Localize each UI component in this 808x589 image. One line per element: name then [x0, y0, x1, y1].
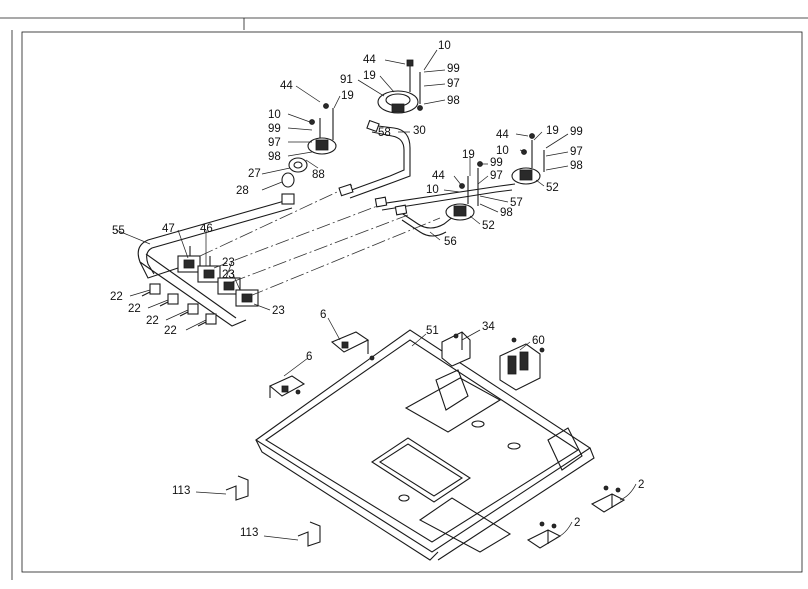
bracket-2-a — [590, 485, 626, 513]
callout-2: 2 — [574, 517, 580, 529]
callout-44: 44 — [363, 54, 376, 66]
clip-113-b — [297, 521, 321, 547]
callout-6: 6 — [320, 309, 326, 321]
callout-44: 44 — [280, 80, 293, 92]
callout-98: 98 — [500, 207, 513, 219]
callout-99: 99 — [447, 63, 460, 75]
callout-56: 56 — [444, 236, 457, 248]
callout-98: 98 — [570, 160, 583, 172]
callout-10: 10 — [438, 40, 451, 52]
burner-right-upper — [511, 133, 545, 185]
bracket-22-set — [141, 283, 217, 327]
callout-99: 99 — [268, 123, 281, 135]
callout-10: 10 — [268, 109, 281, 121]
callout-57: 57 — [510, 197, 523, 209]
callout-44: 44 — [432, 170, 445, 182]
callout-6: 6 — [306, 351, 312, 363]
part-34 — [441, 331, 471, 367]
callout-19: 19 — [341, 90, 354, 102]
callout-98: 98 — [268, 151, 281, 163]
callout-19: 19 — [546, 125, 559, 137]
burner-91 — [377, 59, 423, 114]
callout-44: 44 — [496, 129, 509, 141]
callout-34: 34 — [482, 321, 495, 333]
leader-lines — [115, 49, 637, 541]
callout-98: 98 — [447, 95, 460, 107]
callout-97: 97 — [490, 170, 503, 182]
callout-10: 10 — [496, 145, 509, 157]
callout-23: 23 — [222, 257, 235, 269]
burner-pipes — [338, 119, 516, 237]
callout-23: 23 — [272, 305, 285, 317]
burner-right-lower — [445, 161, 483, 221]
callout-19: 19 — [363, 70, 376, 82]
clip-113-a — [225, 475, 249, 501]
callout-113: 113 — [240, 527, 258, 539]
callout-113: 113 — [172, 485, 190, 497]
callout-46: 46 — [200, 223, 213, 235]
gas-valve-47 — [177, 246, 201, 273]
callout-22: 22 — [128, 303, 141, 315]
callout-97: 97 — [570, 146, 583, 158]
callout-2: 2 — [638, 479, 644, 491]
callout-51: 51 — [426, 325, 439, 337]
callout-55: 55 — [112, 225, 125, 237]
base-tray-51 — [255, 329, 595, 561]
callout-52: 52 — [546, 182, 559, 194]
gas-valve-23a — [217, 277, 241, 295]
callout-97: 97 — [268, 137, 281, 149]
callout-22: 22 — [146, 315, 159, 327]
callout-52: 52 — [482, 220, 495, 232]
callout-10: 10 — [426, 184, 439, 196]
callout-91: 91 — [340, 74, 353, 86]
part-60 — [499, 337, 545, 391]
callout-88: 88 — [312, 169, 325, 181]
callout-99: 99 — [570, 126, 583, 138]
callout-labels: 44 10 19 99 91 97 98 44 19 10 99 97 98 5… — [110, 40, 644, 539]
callout-47: 47 — [162, 223, 175, 235]
gas-valve-23b — [235, 289, 259, 307]
callout-22: 22 — [164, 325, 177, 337]
callout-28: 28 — [236, 185, 249, 197]
fitting-27-28 — [281, 157, 308, 205]
callout-97: 97 — [447, 78, 460, 90]
gas-manifold-assembly — [137, 157, 441, 327]
callout-22: 22 — [110, 291, 123, 303]
callout-23: 23 — [222, 269, 235, 281]
callout-30: 30 — [413, 125, 426, 137]
callout-58: 58 — [378, 127, 391, 139]
gas-valve-46 — [197, 256, 221, 283]
bracket-6-upper — [330, 331, 375, 361]
burner-left — [307, 103, 337, 155]
callout-99: 99 — [490, 157, 503, 169]
bracket-6-lower — [268, 375, 306, 398]
callout-60: 60 — [532, 335, 545, 347]
callout-27: 27 — [248, 168, 261, 180]
callout-19: 19 — [462, 149, 475, 161]
